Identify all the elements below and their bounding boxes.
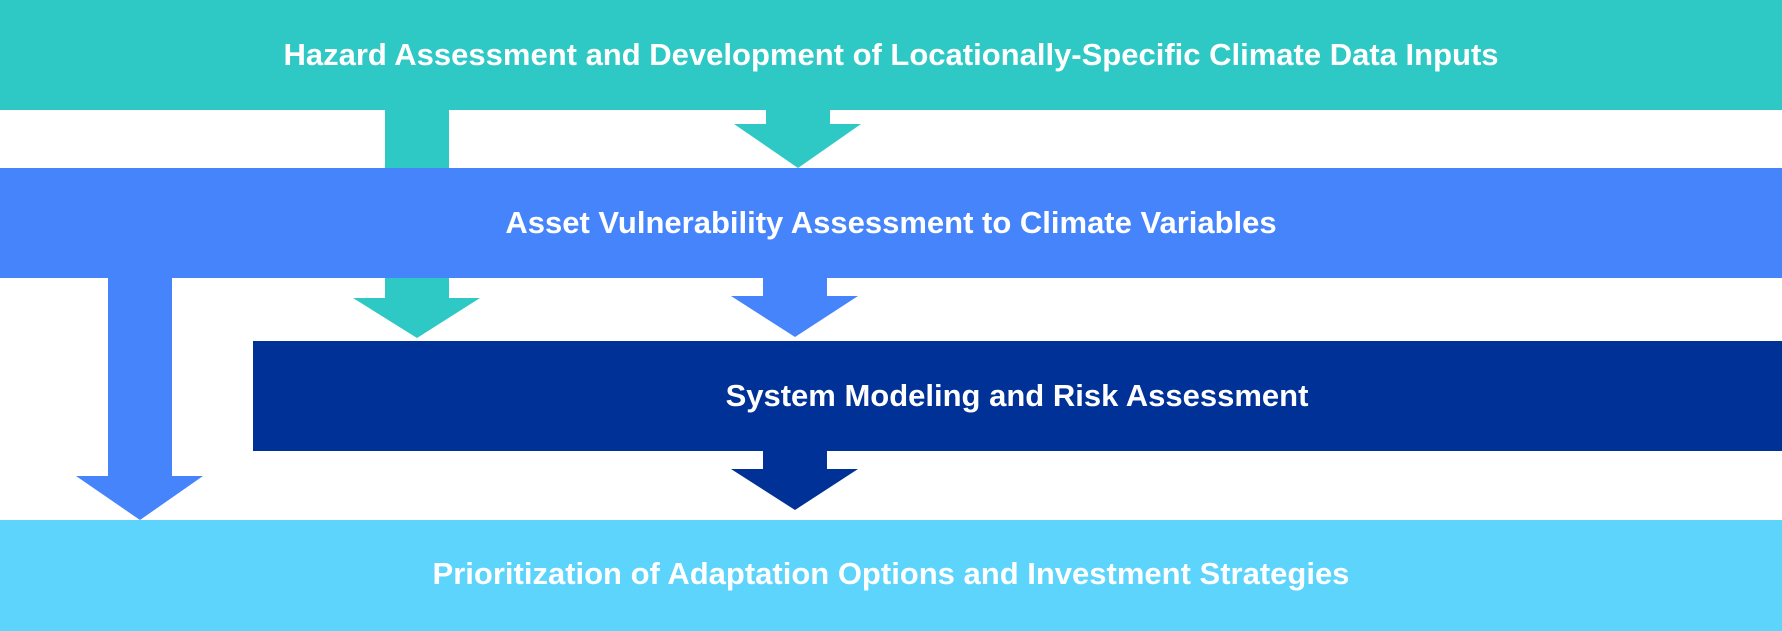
stage-hazard-label: Hazard Assessment and Development of Loc… — [283, 37, 1498, 72]
stage-hazard: Hazard Assessment and Development of Loc… — [0, 0, 1782, 110]
stage-modeling: System Modeling and Risk Assessment — [253, 341, 1782, 451]
arrow-hazard-to-vulnerability — [734, 110, 861, 168]
arrow-vulnerability-to-prioritization — [76, 278, 203, 520]
arrow-vulnerability-to-modeling — [731, 278, 858, 337]
stage-modeling-band — [253, 341, 1782, 451]
stage-vulnerability-band — [0, 168, 1782, 278]
stage-prioritization-band — [0, 520, 1782, 631]
stage-modeling-label: System Modeling and Risk Assessment — [726, 378, 1309, 413]
stage-prioritization-label: Prioritization of Adaptation Options and… — [433, 556, 1350, 591]
stage-vulnerability: Asset Vulnerability Assessment to Climat… — [0, 168, 1782, 278]
stage-prioritization: Prioritization of Adaptation Options and… — [0, 520, 1782, 631]
stage-vulnerability-label: Asset Vulnerability Assessment to Climat… — [505, 205, 1276, 240]
arrow-modeling-to-prioritization — [731, 451, 858, 510]
stage-hazard-band — [0, 0, 1782, 110]
